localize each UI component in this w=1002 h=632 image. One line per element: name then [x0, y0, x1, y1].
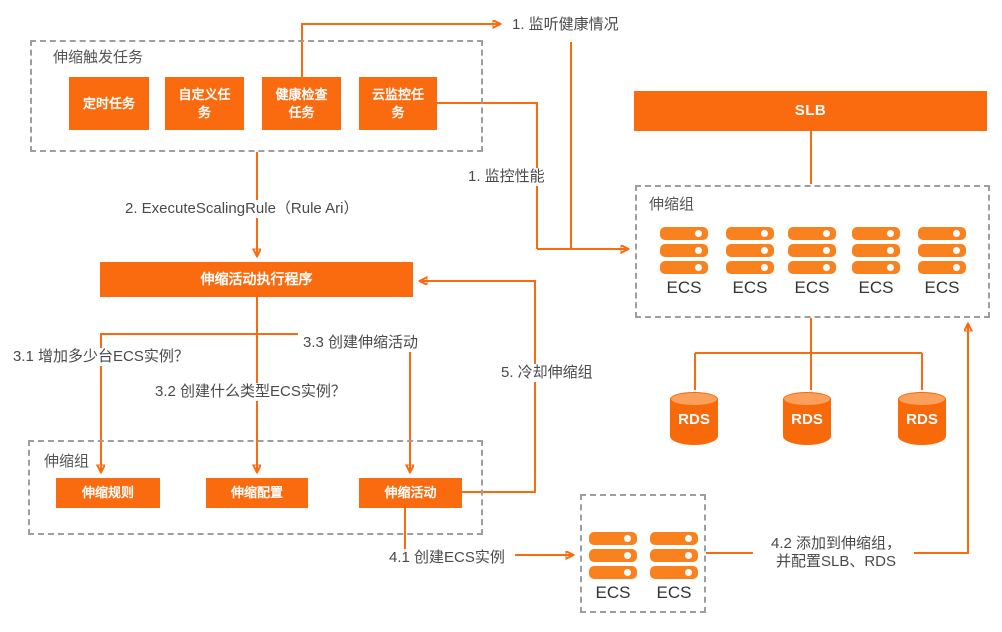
ecs-icon: ECS [726, 227, 774, 298]
scaling-activity-box: 伸缩活动 [359, 478, 462, 508]
rds-cylinder-top [898, 392, 946, 406]
server-bar-icon [650, 532, 698, 545]
rds-cylinder-body [783, 399, 831, 445]
scaling-group-right-title: 伸缩组 [649, 196, 695, 213]
annotation-cooldown: 5. 冷却伸缩组 [498, 364, 596, 382]
scaling-config-box: 伸缩配置 [206, 478, 308, 508]
rds-icon: RDS [898, 392, 946, 445]
ecs-icon: ECS [852, 227, 900, 298]
server-bar-icon [589, 566, 637, 579]
rds-icon-label: RDS [678, 411, 710, 428]
ecs-icon-label: ECS [794, 278, 830, 297]
annotation-q-how-many: 3.1 增加多少台ECS实例？ [10, 348, 192, 366]
ecs-icon-label: ECS [924, 278, 960, 297]
ecs-icon: ECS [650, 532, 698, 603]
annotation-monitor-perf: 1. 监控性能 [465, 168, 548, 186]
server-bar-icon [852, 261, 900, 274]
task-box-custom: 自定义任 务 [165, 77, 244, 130]
rds-cylinder-body [670, 399, 718, 445]
annotation-add-to-group: 4.2 添加到伸缩组， 并配置SLB、RDS [758, 535, 914, 571]
rds-cylinder-top [783, 392, 831, 406]
connector-cloudmonitor-elbow [437, 102, 538, 249]
server-bar-icon [852, 227, 900, 240]
executor-box: 伸缩活动执行程序 [100, 262, 413, 297]
server-bar-icon [726, 227, 774, 240]
ecs-icon: ECS [918, 227, 966, 298]
slb-box: SLB [634, 91, 987, 131]
annotation-create-activity: 3.3 创建伸缩活动 [300, 334, 422, 352]
server-bar-icon [918, 227, 966, 240]
ecs-icon: ECS [788, 227, 836, 298]
rds-icon-label: RDS [906, 411, 938, 428]
trigger-task-group-title: 伸缩触发任务 [53, 49, 144, 66]
connector-cooldown [421, 281, 536, 493]
task-box-health-check: 健康检查 任务 [262, 77, 341, 130]
trigger-task-group [30, 40, 483, 152]
rds-cylinder-top [670, 392, 718, 406]
server-bar-icon [918, 244, 966, 257]
server-bar-icon [650, 566, 698, 579]
server-bar-icon [726, 261, 774, 274]
ecs-icon-label: ECS [595, 583, 631, 602]
server-bar-icon [788, 244, 836, 257]
ecs-icon-label: ECS [666, 278, 702, 297]
ecs-icon: ECS [660, 227, 708, 298]
connector-healthcheck-to-listen [301, 24, 499, 77]
server-bar-icon [726, 244, 774, 257]
annotation-execute-rule: 2. ExecuteScalingRule（Rule Ari） [122, 200, 362, 218]
ecs-group-bottom [580, 494, 706, 613]
ecs-icon-label: ECS [858, 278, 894, 297]
connector-add-to-group-up [913, 325, 968, 554]
server-bar-icon [660, 261, 708, 274]
ecs-icon: ECS [589, 532, 637, 603]
annotation-listen-health: 1. 监听健康情况 [509, 16, 622, 34]
scaling-group-left-title: 伸缩组 [44, 453, 90, 470]
ecs-icon-label: ECS [732, 278, 768, 297]
server-bar-icon [788, 227, 836, 240]
task-box-cloud-monitor: 云监控任 务 [359, 77, 437, 130]
server-bar-icon [852, 244, 900, 257]
server-bar-icon [918, 261, 966, 274]
connector-branch-to-rule [101, 333, 257, 471]
server-bar-icon [660, 227, 708, 240]
annotation-q-what-type: 3.2 创建什么类型ECS实例？ [152, 383, 349, 401]
scaling-group-left [28, 440, 483, 535]
annotation-create-ecs: 4.1 创建ECS实例 [386, 549, 508, 567]
rds-cylinder-body [898, 399, 946, 445]
scaling-rule-box: 伸缩规则 [56, 478, 160, 508]
rds-icon: RDS [783, 392, 831, 445]
server-bar-icon [589, 532, 637, 545]
ecs-icon-label: ECS [656, 583, 692, 602]
rds-icon: RDS [670, 392, 718, 445]
server-bar-icon [788, 261, 836, 274]
task-box-scheduled: 定时任务 [69, 77, 149, 130]
server-bar-icon [650, 549, 698, 562]
server-bar-icon [589, 549, 637, 562]
rds-icon-label: RDS [791, 411, 823, 428]
server-bar-icon [660, 244, 708, 257]
scaling-group-right [635, 185, 990, 318]
